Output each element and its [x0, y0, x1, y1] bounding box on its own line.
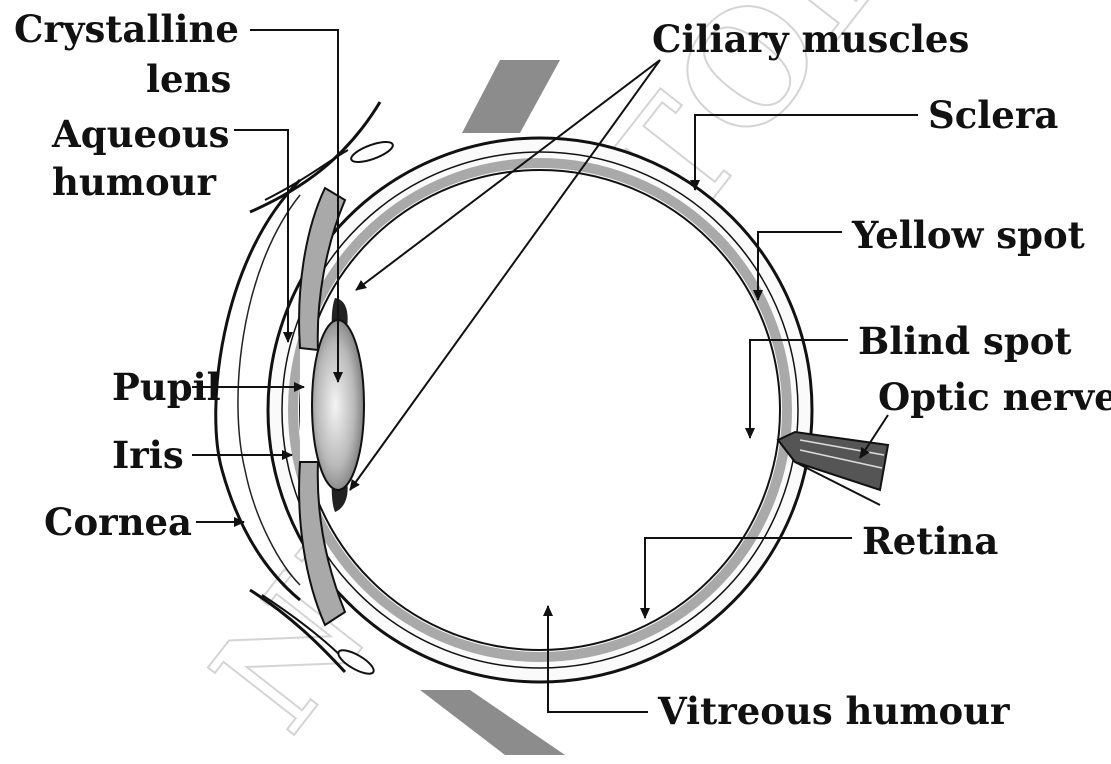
upper-eyelash-lobe [349, 138, 395, 166]
label-blind-spot: Blind spot [858, 319, 1072, 363]
upper-muscle-band [462, 60, 560, 133]
retina-line [300, 170, 780, 650]
lower-muscle-band [420, 690, 565, 755]
label-crystalline-lens-1: Crystalline [14, 7, 239, 51]
label-vitreous-humour: Vitreous humour [657, 689, 1010, 733]
label-cornea: Cornea [44, 500, 192, 544]
label-crystalline-lens-2: lens [146, 57, 231, 101]
label-yellow-spot: Yellow spot [851, 213, 1085, 257]
leader-aqueous-humour [234, 130, 288, 342]
upper-eyelid-inner [265, 150, 348, 200]
label-ciliary-muscles: Ciliary muscles [652, 17, 969, 61]
label-optic-nerve: Optic nerve [878, 375, 1111, 419]
label-iris: Iris [112, 433, 184, 477]
label-aqueous-humour-1: Aqueous [51, 112, 229, 156]
label-aqueous-humour-2: humour [52, 160, 217, 204]
label-sclera: Sclera [928, 93, 1058, 137]
label-retina: Retina [862, 519, 998, 563]
